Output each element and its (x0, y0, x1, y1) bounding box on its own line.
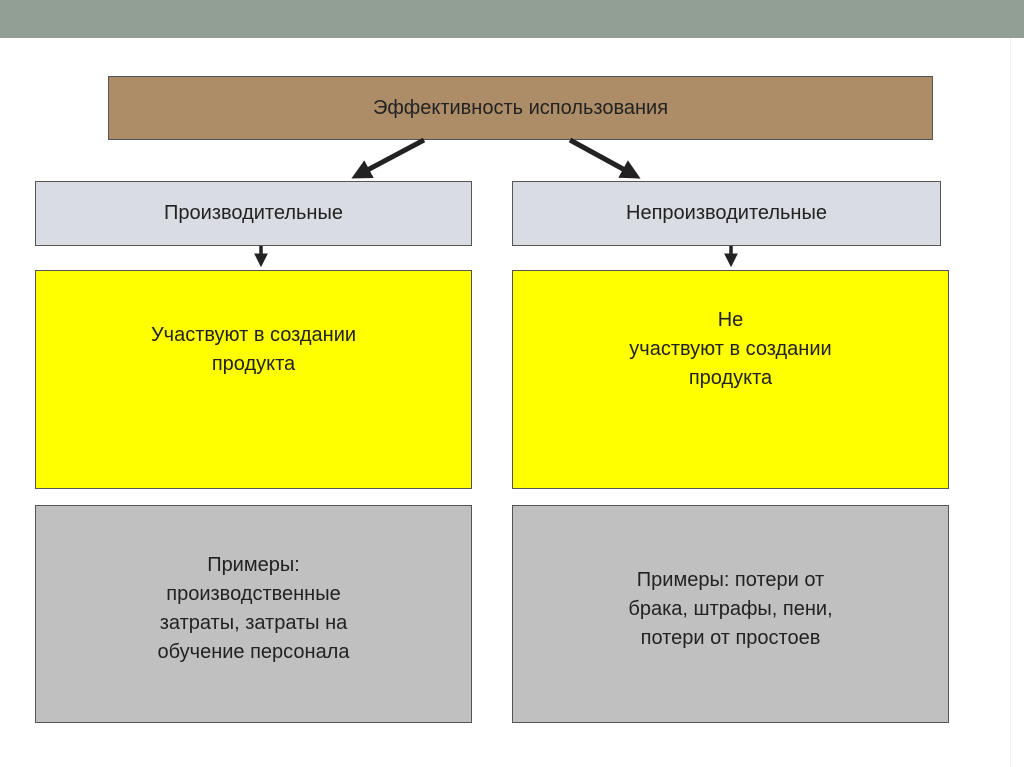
productive-description-box: Участвуют в создании продукта (35, 270, 472, 489)
arrow-to-unproductive (568, 137, 641, 179)
slide-header-bar (0, 0, 1024, 38)
slide-edge (1010, 38, 1011, 767)
productive-examples-box: Примеры: производственные затраты, затра… (35, 505, 472, 723)
category-unproductive-box: Непроизводительные (512, 181, 941, 246)
unproductive-description-text: Не участвуют в создании продукта (629, 309, 832, 389)
productive-examples-text: Примеры: производственные затраты, затра… (157, 554, 350, 663)
unproductive-description-box: Не участвуют в создании продукта (512, 270, 949, 489)
category-productive-label: Производительные (164, 202, 343, 224)
arrow-to-productive (351, 137, 426, 179)
category-productive-box: Производительные (35, 181, 472, 246)
unproductive-examples-box: Примеры: потери от брака, штрафы, пени, … (512, 505, 949, 723)
title-box: Эффективность использования (108, 76, 933, 140)
unproductive-examples-text: Примеры: потери от брака, штрафы, пени, … (628, 568, 833, 649)
productive-description-text: Участвуют в создании продукта (150, 323, 357, 375)
category-unproductive-label: Непроизводительные (626, 202, 827, 224)
title-text: Эффективность использования (372, 96, 669, 119)
